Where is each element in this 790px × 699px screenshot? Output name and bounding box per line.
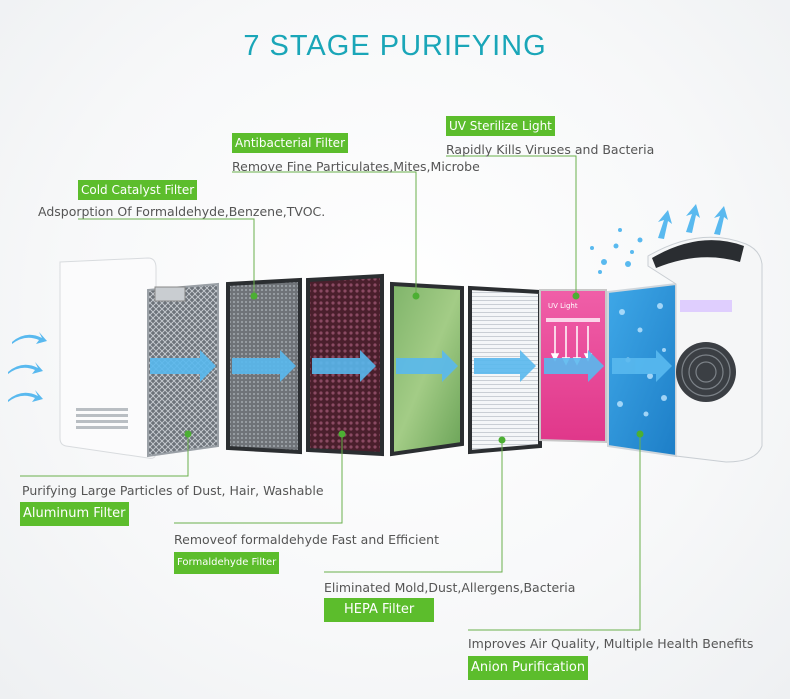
- anion-tag: Anion Purification: [468, 656, 589, 680]
- antibacterial-tag: Antibacterial Filter: [232, 133, 348, 153]
- aluminum-description: Purifying Large Particles of Dust, Hair,…: [22, 483, 324, 498]
- hepa-description: Eliminated Mold,Dust,Allergens,Bacteria: [324, 580, 576, 595]
- formaldehyde-description: Removeof formaldehyde Fast and Efficient: [174, 532, 439, 547]
- front-cover: [59, 257, 157, 459]
- antibacterial-description: Remove Fine Particulates,Mites,Microbe: [232, 159, 480, 174]
- air-in-arrows-icon: [8, 332, 47, 402]
- page-title: 7 STAGE PURIFYING: [243, 30, 547, 62]
- cold-catalyst-description: Adsporption Of Formaldehyde,Benzene,TVOC…: [38, 204, 326, 219]
- uv-panel-label: UV Light: [548, 302, 578, 310]
- callout-lines: [20, 155, 641, 631]
- anion-description: Improves Air Quality, Multiple Health Be…: [468, 636, 754, 651]
- hepa-tag: HEPA Filter: [324, 598, 435, 622]
- aluminum-tag: Aluminum Filter: [20, 502, 129, 526]
- uv-description: Rapidly Kills Viruses and Bacteria: [446, 142, 655, 157]
- air-out-arrows-icon: [658, 204, 728, 239]
- purifier-unit: [647, 236, 763, 463]
- cold-catalyst-tag: Cold Catalyst Filter: [78, 180, 198, 200]
- airflow-arrows-icon: [150, 350, 672, 382]
- formaldehyde-tag: Formaldehyde Filter: [174, 552, 280, 574]
- uv-sterilize-tag: UV Sterilize Light: [446, 116, 555, 136]
